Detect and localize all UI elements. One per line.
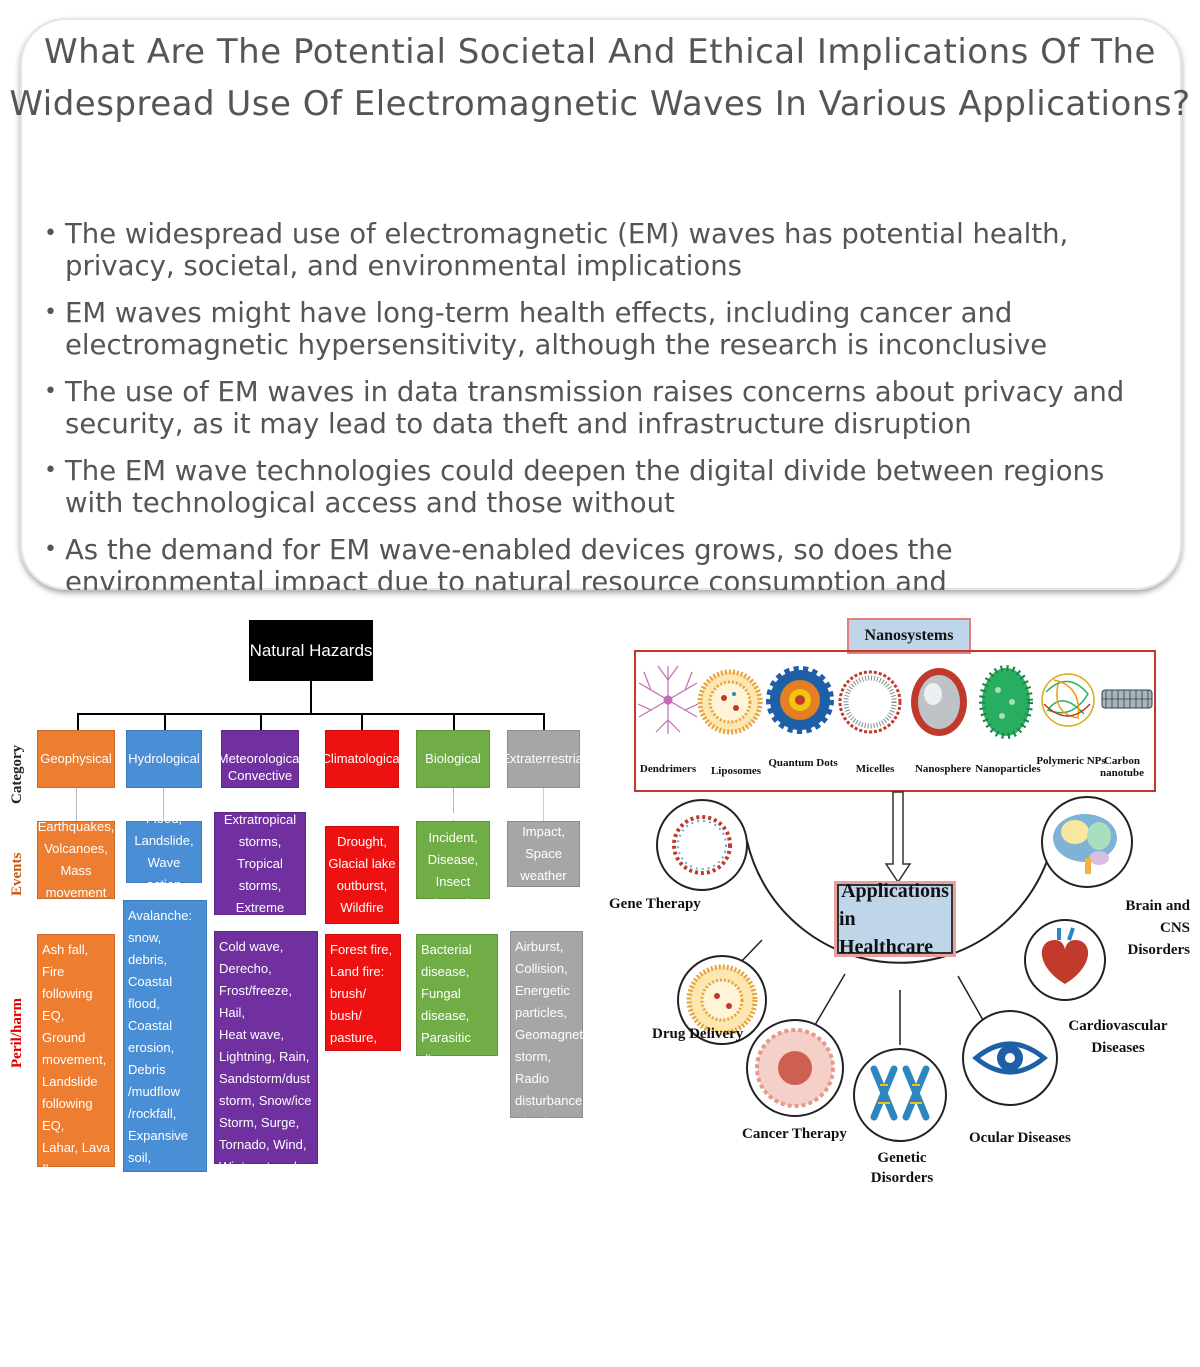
connector bbox=[76, 788, 77, 821]
application-label: Genetic Disorders bbox=[870, 1150, 934, 1186]
bullet-item: As the demand for EM wave-enabled device… bbox=[40, 534, 1160, 590]
applications-header: Applications in Healthcare bbox=[837, 880, 953, 958]
application-label: Brain and CNS Disorders bbox=[1125, 898, 1190, 958]
application-label: Drug Delivery bbox=[652, 1026, 744, 1042]
hazard-peril-geophysical: Ash fall, Fire following EQ, Ground move… bbox=[37, 934, 116, 1265]
connector bbox=[361, 713, 363, 730]
applications-graph bbox=[656, 791, 1133, 1142]
hazard-peril-hydrological: Avalanche: snow, debris, Coastal flood, … bbox=[123, 900, 207, 1363]
chromosome-icon bbox=[853, 1048, 947, 1142]
hazard-events-climatological: Drought, Glacial lake outburst, Wildfire bbox=[325, 826, 399, 924]
nano-type-label: Dendrimers bbox=[639, 763, 697, 775]
hazard-events-hydrological: Flood, Landslide, Wave action bbox=[126, 811, 202, 892]
dna-icon bbox=[656, 799, 748, 891]
nanosphere-icon bbox=[911, 668, 967, 736]
polymeric-np-icon bbox=[1041, 673, 1095, 727]
nano-type-label: Liposomes bbox=[710, 765, 762, 777]
hazards-root: Natural Hazards bbox=[249, 620, 373, 681]
bullet-item: The use of EM waves in data transmission… bbox=[40, 376, 1160, 440]
hazard-peril-biological: Bacterial disease, Fungal disease, Paras… bbox=[416, 934, 498, 1155]
hazard-events-extraterrestrial: Impact, Space weather bbox=[507, 821, 580, 887]
applications-header-line: in Healthcare bbox=[839, 908, 934, 958]
nano-type-label: Micelles bbox=[855, 763, 895, 775]
connector bbox=[77, 713, 79, 730]
application-label: Cancer Therapy bbox=[742, 1126, 847, 1142]
connector bbox=[163, 788, 164, 821]
connector bbox=[77, 713, 544, 715]
connector bbox=[164, 713, 166, 730]
row-label-category: Category bbox=[9, 744, 25, 804]
hazard-peril-climatological: Forest fire, Land fire: brush/ bush/ pas… bbox=[325, 934, 401, 1067]
bullet-list: The widespread use of electromagnetic (E… bbox=[40, 218, 1160, 590]
connector bbox=[543, 713, 545, 730]
nanoparticle-icon bbox=[979, 665, 1033, 739]
hazard-category-biological: Biological bbox=[416, 730, 490, 788]
carbon-nanotube-icon bbox=[1101, 689, 1153, 709]
nano-type-label: Nanosphere bbox=[914, 763, 972, 775]
connector bbox=[543, 788, 544, 821]
bullet-item: EM waves might have long-term health eff… bbox=[40, 297, 1160, 361]
bullet-item: The EM wave technologies could deepen th… bbox=[40, 455, 1160, 519]
cell-icon bbox=[746, 1019, 844, 1117]
applications-header-line: Applications bbox=[841, 880, 949, 902]
hazard-category-extraterrestrial: Extraterrestrial bbox=[501, 730, 586, 788]
connector bbox=[260, 713, 262, 730]
application-label: Gene Therapy bbox=[609, 896, 701, 912]
hazard-events-biological: Animal Incident, Disease, Insect Infesta… bbox=[416, 808, 490, 911]
row-label-events: Events bbox=[9, 852, 25, 896]
hazard-peril-meteorological: Cold wave, Derecho, Frost/freeze, Hail, … bbox=[214, 931, 318, 1196]
hazard-category-climatological: Climatological bbox=[322, 730, 402, 788]
hazard-category-meteorological: Meteorological bbox=[218, 730, 302, 788]
nano-icons bbox=[637, 665, 1153, 739]
nanosystems-header: Nanosystems bbox=[847, 618, 971, 654]
hazard-peril-extraterrestrial: Airburst, Collision, Energetic particles… bbox=[510, 931, 592, 1130]
bullet-item: The widespread use of electromagnetic (E… bbox=[40, 218, 1160, 282]
nano-type-label: Nanoparticles bbox=[975, 763, 1041, 775]
heart-icon bbox=[1024, 919, 1106, 1001]
liposome-icon bbox=[677, 955, 767, 1045]
connector bbox=[453, 713, 455, 730]
nano-type-label: Carbon nanotube bbox=[1099, 755, 1145, 779]
dendrimer-icon bbox=[637, 665, 699, 734]
hazard-events-geophysical: Earthquakes, Volcanoes, Mass movement bbox=[37, 819, 115, 900]
application-label: Cardiovascular Diseases bbox=[1068, 1018, 1168, 1056]
connector bbox=[310, 681, 312, 714]
row-label-peril: Peril/harm bbox=[9, 998, 25, 1068]
application-label: Ocular Diseases bbox=[969, 1130, 1071, 1146]
nanosystems-box bbox=[634, 650, 1156, 792]
page-title: What Are The Potential Societal And Ethi… bbox=[9, 32, 1191, 124]
brain-icon bbox=[1041, 796, 1133, 888]
quantum-dot-icon bbox=[766, 666, 834, 734]
hazard-events-meteorological: Convective storms, Extratropical storms,… bbox=[214, 768, 306, 959]
nano-type-label: Quantum Dots bbox=[768, 757, 838, 769]
hazard-category-hydrological: Hydrological bbox=[126, 730, 202, 788]
nano-type-label: Polymeric NPs bbox=[1036, 755, 1106, 767]
micelle-icon bbox=[838, 670, 902, 734]
eye-icon bbox=[962, 1010, 1058, 1106]
hazard-category-geophysical: Geophysical bbox=[37, 730, 115, 788]
liposome-icon bbox=[697, 669, 763, 735]
connector bbox=[453, 788, 454, 821]
